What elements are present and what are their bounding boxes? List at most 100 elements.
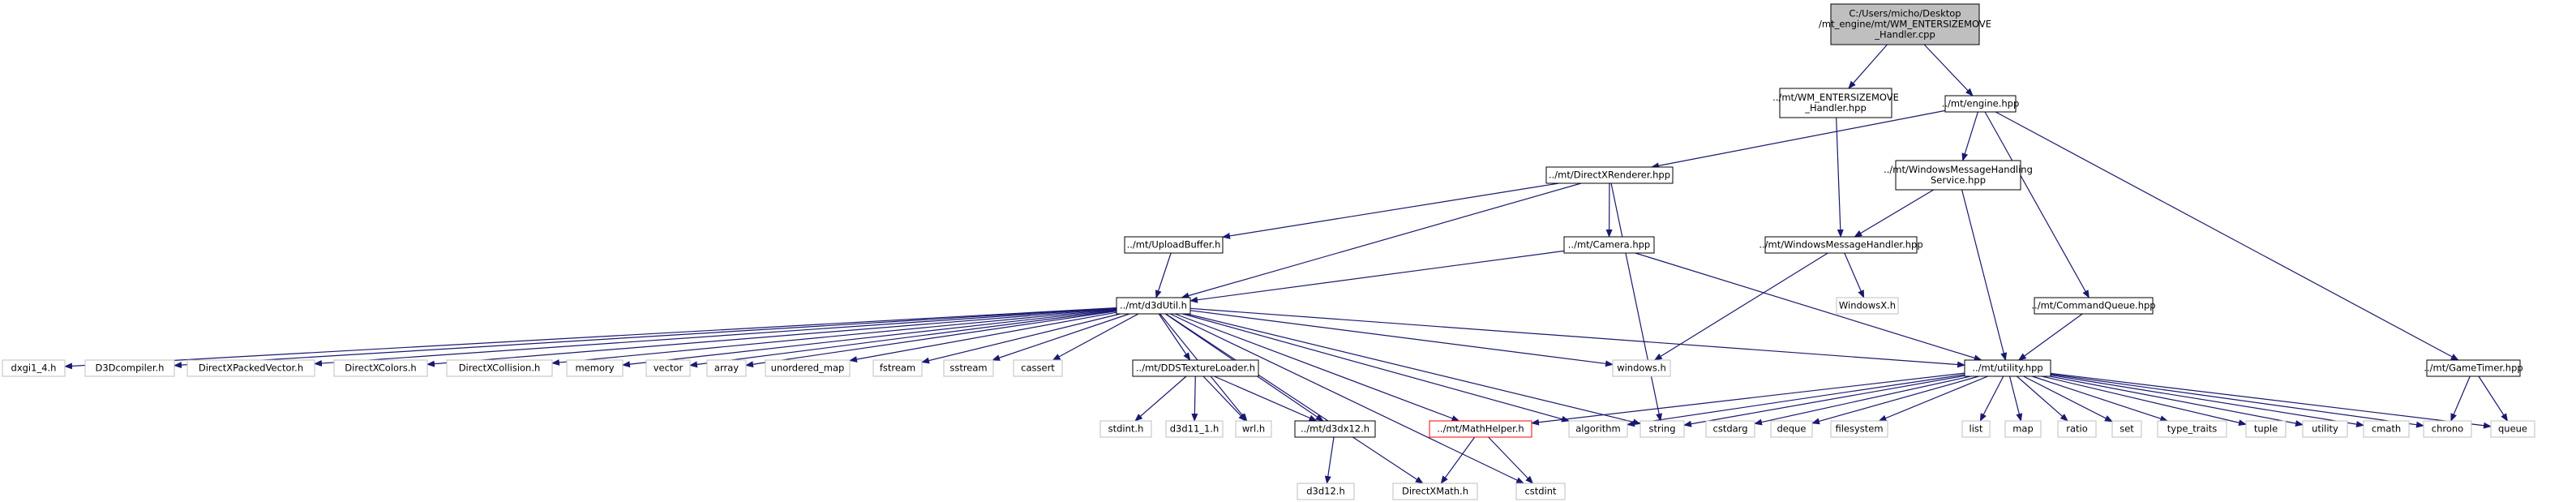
node-wmh[interactable]: ../mt/WindowsMessageHandler.hpp: [1759, 236, 1923, 254]
node-root[interactable]: C:/Users/micho/Desktop/mt_engine/mt/WM_E…: [1819, 3, 1991, 45]
node-upload[interactable]: ../mt/UploadBuffer.h: [1124, 236, 1224, 254]
node-box-dxmath: [1392, 483, 1478, 500]
node-label-windowsx-0: WindowsX.h: [1839, 300, 1896, 311]
node-label-type_traits-0: type_traits: [2167, 423, 2217, 435]
edge-utility-to-tuple: [2042, 375, 2247, 427]
node-label-d3dutil-0: ../mt/d3dUtil.h: [1120, 300, 1187, 311]
node-label-list-0: list: [1970, 423, 1983, 435]
node-box-mathhelper: [1429, 420, 1532, 438]
node-filesystem: filesystem: [1830, 420, 1888, 438]
node-dxpv: DirectXPackedVector.h: [186, 359, 315, 377]
node-box-queue: [2490, 420, 2535, 438]
edge-camera-to-utility: [1635, 252, 1982, 362]
node-label-engine-0: ../mt/engine.hpp: [1942, 98, 2020, 109]
edge-utility-to-filesystem: [1878, 375, 1988, 422]
node-box-tuple: [2245, 420, 2287, 438]
node-label-d3dx12-0: ../mt/d3dx12.h: [1301, 423, 1369, 435]
node-camera[interactable]: ../mt/Camera.hpp: [1563, 236, 1655, 254]
edge-utility-to-type_traits: [2032, 375, 2169, 422]
edge-ddstl-to-stdint: [1134, 375, 1187, 422]
edge-utility-to-list: [1979, 375, 2004, 422]
node-label-fstream-0: fstream: [880, 363, 915, 374]
edge-root-to-engine: [1923, 44, 1974, 97]
edge-d3dutil-to-mathhelper: [1174, 313, 1460, 422]
node-cmdq[interactable]: ../mt/CommandQueue.hpp: [2031, 297, 2156, 315]
edge-utility-to-chrono: [2050, 373, 2424, 428]
node-set: set: [2111, 420, 2142, 438]
edge-utility-to-queue: [2050, 372, 2492, 429]
edge-d3dutil-to-dxpv: [314, 307, 1117, 367]
node-box-utility: [1964, 359, 2051, 377]
node-engine[interactable]: ../mt/engine.hpp: [1942, 95, 2020, 113]
node-label-tuple-0: tuple: [2254, 423, 2278, 435]
node-box-wm_hpp: [1779, 88, 1892, 118]
node-label-queue-0: queue: [2498, 423, 2527, 435]
node-mathhelper[interactable]: ../mt/MathHelper.h: [1429, 420, 1532, 438]
node-vector: vector: [645, 359, 691, 377]
edge-utility-to-algorithm: [1627, 374, 1965, 427]
node-label-vector-0: vector: [654, 363, 684, 374]
edge-wmhs-to-utility: [1961, 189, 2008, 361]
edge-layer: [64, 44, 2509, 484]
edge-ddstl-to-d3d11: [1191, 375, 1198, 422]
node-box-memory: [566, 359, 624, 377]
node-utility[interactable]: ../mt/utility.hpp: [1964, 359, 2051, 377]
node-box-cstdarg: [1705, 420, 1755, 438]
node-box-root: [1830, 3, 1980, 45]
edge-d3dutil-to-ddstl: [1158, 313, 1191, 361]
edge-d3dutil-to-array: [745, 311, 1117, 368]
node-label-cmdq-0: ../mt/CommandQueue.hpp: [2031, 300, 2155, 311]
node-label-dxcol-0: DirectXColors.h: [345, 363, 416, 374]
node-label-algorithm-0: algorithm: [1575, 423, 1621, 435]
node-chrono: chrono: [2423, 420, 2472, 438]
edge-camera-to-d3dutil: [1189, 250, 1565, 303]
node-box-cmath: [2363, 420, 2410, 438]
edge-utility-to-deque: [1811, 375, 1979, 425]
node-algorithm: algorithm: [1568, 420, 1628, 438]
node-ddstl[interactable]: ../mt/DDSTextureLoader.h: [1132, 359, 1259, 377]
node-label-array-0: array: [714, 363, 739, 374]
node-d3dx12[interactable]: ../mt/d3dx12.h: [1294, 420, 1376, 438]
node-sstream: sstream: [943, 359, 994, 377]
edge-d3dutil-to-memory: [622, 309, 1117, 368]
node-label-cstdint-0: cstdint: [1524, 486, 1557, 497]
node-d3d11: d3d11_1.h: [1165, 420, 1224, 438]
node-box-list: [1961, 420, 1991, 438]
node-box-map: [2004, 420, 2042, 438]
node-cmath: cmath: [2363, 420, 2410, 438]
node-renderer[interactable]: ../mt/DirectXRenderer.hpp: [1545, 166, 1674, 184]
node-box-filesystem: [1830, 420, 1888, 438]
edge-engine-to-cmdq: [1984, 111, 2090, 298]
node-map: map: [2004, 420, 2042, 438]
node-label-dxgi-0: dxgi1_4.h: [11, 363, 57, 374]
node-label-ddstl-0: ../mt/DDSTextureLoader.h: [1136, 363, 1255, 374]
edge-ddstl-to-wrl: [1202, 375, 1247, 422]
edge-utility-to-cstdarg: [1754, 375, 1971, 426]
node-label-string-0: string: [1648, 423, 1675, 435]
edge-cmdq-to-utility: [2017, 313, 2083, 361]
node-label-wm_hpp-0: ../mt/WM_ENTERSIZEMOVE: [1772, 92, 1899, 103]
node-cstdint: cstdint: [1515, 483, 1566, 500]
node-box-d3d12: [1297, 483, 1355, 500]
edge-d3dx12-to-d3d12: [1324, 436, 1335, 484]
edge-utility-to-ratio: [2017, 375, 2068, 422]
node-box-renderer: [1545, 166, 1674, 184]
edge-d3dutil-to-dxcoll: [551, 308, 1117, 366]
node-wm_hpp[interactable]: ../mt/WM_ENTERSIZEMOVE_Handler.hpp: [1772, 88, 1899, 118]
node-fstream: fstream: [872, 359, 923, 377]
node-dxcoll: DirectXCollision.h: [446, 359, 553, 377]
node-utility_std: utility: [2302, 420, 2348, 438]
edge-utility-to-utility_std: [2050, 375, 2304, 427]
edge-gametimer-to-chrono: [2450, 375, 2471, 422]
edge-d3dutil-to-cstdint: [1170, 313, 1525, 484]
node-box-string: [1639, 420, 1685, 438]
node-label-d3d12-0: d3d12.h: [1306, 486, 1345, 497]
node-label-memory-0: memory: [575, 363, 614, 374]
node-label-gametimer-0: ../mt/GameTimer.hpp: [2424, 363, 2522, 374]
node-gametimer[interactable]: ../mt/GameTimer.hpp: [2424, 359, 2523, 377]
node-cassert: cassert: [1013, 359, 1063, 377]
edge-d3dutil-to-dxmath: [1165, 313, 1424, 484]
node-label-root-2: _Handler.cpp: [1874, 29, 1935, 41]
node-d3dutil[interactable]: ../mt/d3dUtil.h: [1116, 297, 1191, 315]
